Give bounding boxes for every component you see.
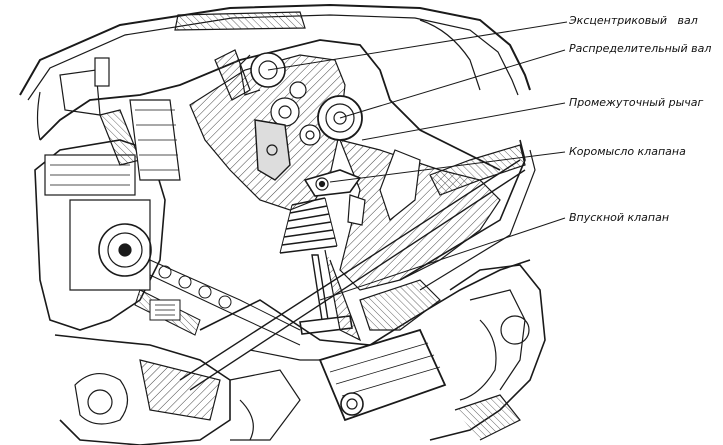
leader-line-eccentric-shaft — [267, 21, 568, 71]
valve-spring — [279, 197, 338, 254]
leader-lines — [267, 21, 568, 301]
label-intermediate-lever: Промежуточный рычаг — [569, 96, 704, 109]
piston — [318, 328, 447, 422]
leader-line-intermediate-lever — [361, 102, 566, 141]
rocker-arm — [303, 169, 366, 226]
intermediate-lever — [254, 119, 291, 181]
label-intake-valve: Впускной клапан — [569, 211, 669, 224]
timing-housing — [34, 99, 181, 331]
exhaust-manifold — [429, 264, 546, 441]
intake-port — [399, 139, 536, 291]
engine-drawing — [19, 3, 546, 445]
leader-line-rocker-arm — [329, 151, 566, 183]
label-rocker-arm: Коромысло клапана — [569, 145, 686, 158]
leader-line-intake-valve — [319, 217, 566, 301]
timing-chain — [134, 259, 301, 346]
valve-cover — [19, 3, 531, 141]
engine-block — [54, 334, 301, 445]
injector-sleeve — [179, 159, 526, 391]
intake-valve — [299, 249, 362, 342]
leader-line-camshaft — [339, 49, 566, 119]
part-labels: Эксцентриковый вал Распределительный вал… — [568, 14, 711, 224]
label-camshaft: Распределительный вал — [569, 42, 711, 55]
label-eccentric-shaft: Эксцентриковый вал — [568, 14, 698, 27]
